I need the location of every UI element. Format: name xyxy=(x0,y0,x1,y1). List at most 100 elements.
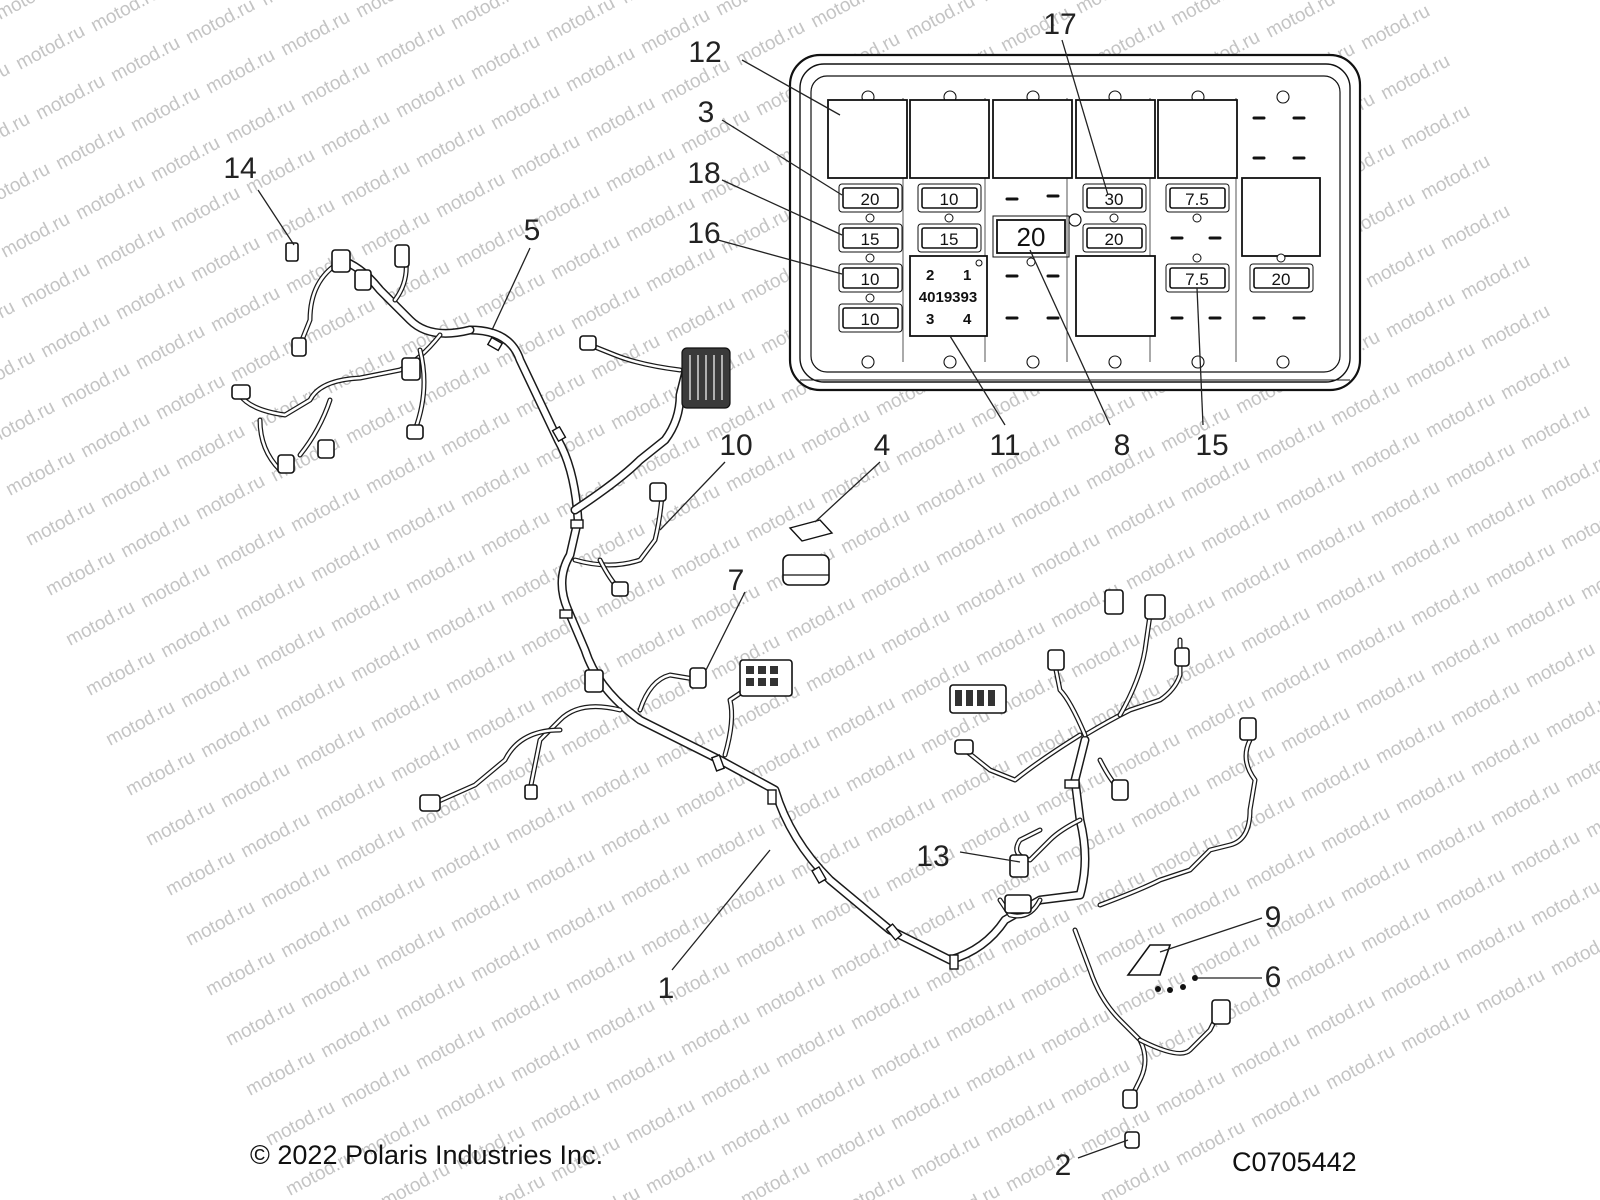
watermark-text: motod.ru xyxy=(237,809,313,863)
watermark-text: motod.ru xyxy=(1037,1005,1113,1059)
watermark-text: motod.ru xyxy=(857,555,933,609)
watermark-text: motod.ru xyxy=(1272,465,1348,519)
watermark-text: motod.ru xyxy=(352,0,428,22)
watermark-text: motod.ru xyxy=(427,833,503,887)
watermark-text: motod.ru xyxy=(402,545,478,599)
watermark-text: motod.ru xyxy=(1072,0,1148,18)
watermark-text: motod.ru xyxy=(32,71,108,125)
fuse-value: 7.5 xyxy=(1185,270,1209,289)
callout-10: 10 xyxy=(719,429,752,462)
wiring-harness xyxy=(231,242,1258,1149)
watermark-text: motod.ru xyxy=(1367,477,1443,531)
watermark-text: motod.ru xyxy=(1262,0,1338,42)
fuse-value: 20 xyxy=(1272,270,1291,289)
watermark-text: motod.ru xyxy=(412,1021,488,1075)
watermark-text: motod.ru xyxy=(312,771,388,825)
watermark-text: motod.ru xyxy=(1247,1079,1323,1133)
watermark-text: motod.ru xyxy=(1227,1029,1303,1083)
watermark-text: motod.ru xyxy=(1527,877,1600,931)
watermark-text: motod.ru xyxy=(1452,915,1528,969)
watermark-text: motod.ru xyxy=(467,933,543,987)
watermark-text: motod.ru xyxy=(1427,627,1503,681)
watermark-text: motod.ru xyxy=(1347,427,1423,481)
watermark-text: motod.ru xyxy=(1502,589,1578,643)
callout-8: 8 xyxy=(1114,429,1131,462)
watermark-text: motod.ru xyxy=(1102,491,1178,545)
watermark-text: motod.ru xyxy=(527,1083,603,1137)
watermark-text: motod.ru xyxy=(262,195,338,249)
watermark-text: motod.ru xyxy=(437,407,513,461)
callout-5: 5 xyxy=(524,214,541,247)
watermark-text: motod.ru xyxy=(562,43,638,97)
watermark-text: motod.ru xyxy=(832,1169,908,1200)
watermark-text: motod.ru xyxy=(1467,727,1543,781)
watermark-text: motod.ru xyxy=(1292,515,1368,569)
watermark-text: motod.ru xyxy=(1127,779,1203,833)
watermark-text: motod.ru xyxy=(1107,729,1183,783)
watermark-text: motod.ru xyxy=(962,1043,1038,1097)
fuse-value: 20 xyxy=(1105,230,1124,249)
fuse-value: 20 xyxy=(861,190,880,209)
watermark-text: motod.ru xyxy=(0,347,39,401)
watermark-text: motod.ru xyxy=(522,845,598,899)
watermark-text: motod.ru xyxy=(982,1093,1058,1147)
watermark-text: motod.ru xyxy=(1507,827,1583,881)
watermark-text: motod.ru xyxy=(582,995,658,1049)
watermark-text: motod.ru xyxy=(472,269,548,323)
part-4-cover xyxy=(782,519,834,586)
watermark-text: motod.ru xyxy=(222,95,298,149)
watermark-text: motod.ru xyxy=(1277,703,1353,757)
watermark-text: motod.ru xyxy=(612,619,688,673)
watermark-text: motod.ru xyxy=(132,321,208,375)
callout-numbers: 1 2 3 4 5 6 7 8 9 10 11 12 13 14 15 16 1… xyxy=(223,8,1281,1182)
watermark-text: motod.ru xyxy=(122,747,198,801)
watermark-text: motod.ru xyxy=(417,357,493,411)
watermark-text: motod.ru xyxy=(887,1081,963,1135)
watermark-text: motod.ru xyxy=(137,559,213,613)
watermark-text: motod.ru xyxy=(1027,529,1103,583)
watermark-text: motod.ru xyxy=(1297,753,1373,807)
callout-7: 7 xyxy=(728,564,745,597)
watermark-text: motod.ru xyxy=(942,993,1018,1047)
watermark-text: motod.ru xyxy=(22,497,98,551)
watermark-text: motod.ru xyxy=(822,693,898,747)
watermark-text: motod.ru xyxy=(1442,439,1518,493)
watermark-text: motod.ru xyxy=(162,847,238,901)
watermark-text: motod.ru xyxy=(1197,503,1273,557)
fuse-value: 10 xyxy=(940,190,959,209)
callout-15: 15 xyxy=(1195,429,1228,462)
watermark-text: motod.ru xyxy=(277,909,353,963)
watermark-text: motod.ru xyxy=(432,1071,508,1125)
watermark-text: motod.ru xyxy=(192,471,268,525)
watermark-text: motod.ru xyxy=(567,1183,643,1200)
watermark-text: motod.ru xyxy=(582,93,658,147)
watermark-text: motod.ru xyxy=(912,467,988,521)
watermark-text: motod.ru xyxy=(87,0,163,36)
watermark-text: motod.ru xyxy=(222,997,298,1051)
watermark-text: motod.ru xyxy=(972,617,1048,671)
watermark-text: motod.ru xyxy=(542,895,618,949)
watermark-text: motod.ru xyxy=(327,583,403,637)
watermark-text: motod.ru xyxy=(907,1131,983,1185)
watermark-text: motod.ru xyxy=(592,569,668,623)
watermark-text: motod.ru xyxy=(217,759,293,813)
watermark-text: motod.ru xyxy=(927,1181,1003,1200)
watermark-text: motod.ru xyxy=(807,0,883,32)
watermark-text: motod.ru xyxy=(617,857,693,911)
watermark-text: motod.ru xyxy=(202,947,278,1001)
watermark-text: motod.ru xyxy=(1352,665,1428,719)
watermark-text: motod.ru xyxy=(732,919,808,973)
watermark-text: motod.ru xyxy=(1437,201,1513,255)
watermark-text: motod.ru xyxy=(1577,551,1600,605)
watermark-text: motod.ru xyxy=(407,783,483,837)
watermark-text: motod.ru xyxy=(147,133,223,187)
watermark-text: motod.ru xyxy=(177,659,253,713)
watermark-text: motod.ru xyxy=(1202,741,1278,795)
watermark-text: motod.ru xyxy=(837,505,913,559)
watermark-text: motod.ru xyxy=(387,733,463,787)
watermark-text: motod.ru xyxy=(82,647,158,701)
watermark-text: motod.ru xyxy=(1167,0,1243,30)
watermark-text: motod.ru xyxy=(547,231,623,285)
callout-1: 1 xyxy=(658,972,675,1005)
watermark-text: motod.ru xyxy=(1337,853,1413,907)
